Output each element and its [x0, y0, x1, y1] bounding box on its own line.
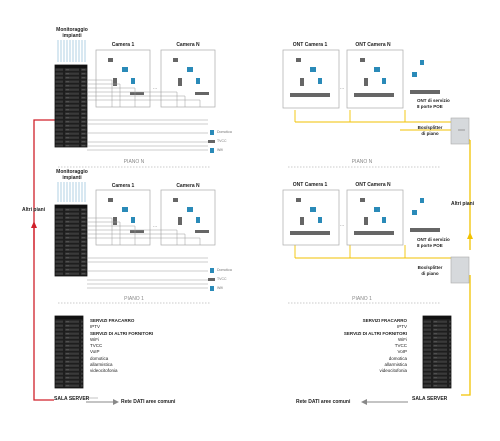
others-title-left: SERVIZI DI ALTRI FORNITORI [90, 330, 154, 336]
fracarro-item-left-0: IPTV [90, 324, 101, 330]
room-1-box-mid [95, 189, 151, 246]
others-item-right-4: allarmistica [384, 362, 407, 368]
left-riser-line [33, 119, 55, 401]
side-devices-top [208, 130, 215, 153]
wifi-label-top: Wifi [217, 148, 223, 152]
domotica-label-mid: Domotica [217, 268, 232, 272]
ellipsis-right-mid: ... [340, 222, 345, 228]
tvcc-label-mid: TVCC [217, 277, 227, 281]
room-devices-top [108, 58, 209, 95]
ont-room-1-box-mid [282, 189, 340, 246]
domotica-label-top: Domotica [217, 130, 232, 134]
others-item-left-5: videocitofonia [90, 368, 118, 374]
server-rack-right [422, 315, 452, 389]
ont-room-n-title-top: ONT Camera N [355, 42, 391, 48]
room-1-title-top: Camera 1 [111, 42, 135, 48]
room-1-title-mid: Camera 1 [111, 183, 135, 189]
ont-room-1-title-top: ONT Camera 1 [292, 42, 328, 48]
ont-service-label-top: ONT di servizio 8 porte POE [417, 98, 450, 109]
monitoring-label-mid: Monitoraggio impianti [56, 169, 88, 181]
ont-service-label-mid: ONT di servizio 8 porte POE [417, 237, 450, 248]
monitoring-lines-mid [57, 182, 86, 202]
wifi-label-mid: Wifi [217, 286, 223, 290]
server-room-left: SALA SERVER [54, 396, 90, 402]
other-floors-left: Altri piani [22, 207, 46, 213]
rack-floor-n [54, 64, 88, 148]
others-item-right-3: domotica [388, 355, 407, 361]
box-splitter-top [450, 117, 470, 145]
box-splitter-label-mid: Box/splitter di piano [417, 265, 443, 276]
services-right: SERVIZI FRACARRO IPTV SERVIZI DI ALTRI F… [344, 318, 407, 375]
monitoring-label-top: Monitoraggio impianti [56, 27, 88, 39]
others-item-right-5: videocitofonia [379, 368, 407, 374]
floor-n-label-right: PIANO N [351, 159, 373, 165]
server-room-right: SALA SERVER [412, 396, 448, 402]
others-item-left-1: TVCC [90, 343, 103, 349]
common-net-right: Rete DATI aree comuni [296, 399, 351, 405]
other-floors-right: Altri piani [451, 201, 475, 207]
ont-room-n-box-mid [346, 189, 404, 246]
others-item-left-4: allarmistica [90, 362, 113, 368]
box-splitter-label-top: Box/splitter di piano [417, 125, 443, 136]
ont-room-n-title-mid: ONT Camera N [355, 182, 391, 188]
room-n-title-top: Camera N [176, 42, 200, 48]
server-rack-left [54, 315, 84, 389]
room-1-box-top [95, 49, 151, 108]
ont-room-n-box-top [346, 49, 404, 109]
rack-floor-1 [54, 204, 88, 277]
others-item-right-2: VoIP [397, 349, 407, 355]
box-splitter-mid [450, 256, 470, 284]
ellipsis-left-mid: ... [153, 223, 158, 229]
yellow-distribution-top [294, 110, 455, 131]
ont-room-1-box-top [282, 49, 340, 109]
tvcc-label-top: TVCC [217, 139, 227, 143]
cables-top [87, 79, 208, 151]
floor-n-label-left: PIANO N [123, 159, 145, 165]
room-n-box-top [160, 49, 216, 108]
side-devices-mid [208, 268, 215, 291]
others-title-right: SERVIZI DI ALTRI FORNITORI [343, 330, 407, 336]
ont-room-1-title-mid: ONT Camera 1 [292, 182, 328, 188]
yellow-distribution-mid [294, 245, 455, 259]
others-item-left-2: VoIP [90, 349, 100, 355]
ellipsis-right-top: ... [340, 85, 345, 91]
room-n-box-mid [160, 189, 216, 246]
room-n-title-mid: Camera N [176, 183, 200, 189]
fracarro-title-right: SERVIZI FRACARRO [362, 318, 407, 323]
ellipsis-left-top: ... [153, 85, 158, 91]
right-riser-arrow [467, 232, 473, 239]
common-net-left: Rete DATI aree comuni [121, 399, 176, 405]
floor-1-label-right: PIANO 1 [352, 296, 372, 302]
others-item-right-1: TVCC [394, 343, 407, 349]
room-devices-mid [108, 198, 209, 233]
floor-1-label-left: PIANO 1 [124, 296, 144, 302]
cables-mid [87, 217, 208, 289]
fracarro-item-right-0: IPTV [396, 324, 407, 330]
others-item-left-0: WiFi [90, 336, 99, 342]
ont-devices-mid [290, 198, 440, 235]
services-left: SERVIZI FRACARRO IPTV SERVIZI DI ALTRI F… [90, 318, 153, 375]
others-item-left-3: domotica [90, 355, 109, 361]
ont-devices-top [290, 58, 440, 97]
fracarro-title-left: SERVIZI FRACARRO [90, 318, 135, 323]
left-riser-arrow [31, 221, 37, 228]
monitoring-lines-top [57, 40, 86, 62]
others-item-right-0: WiFi [398, 336, 407, 342]
